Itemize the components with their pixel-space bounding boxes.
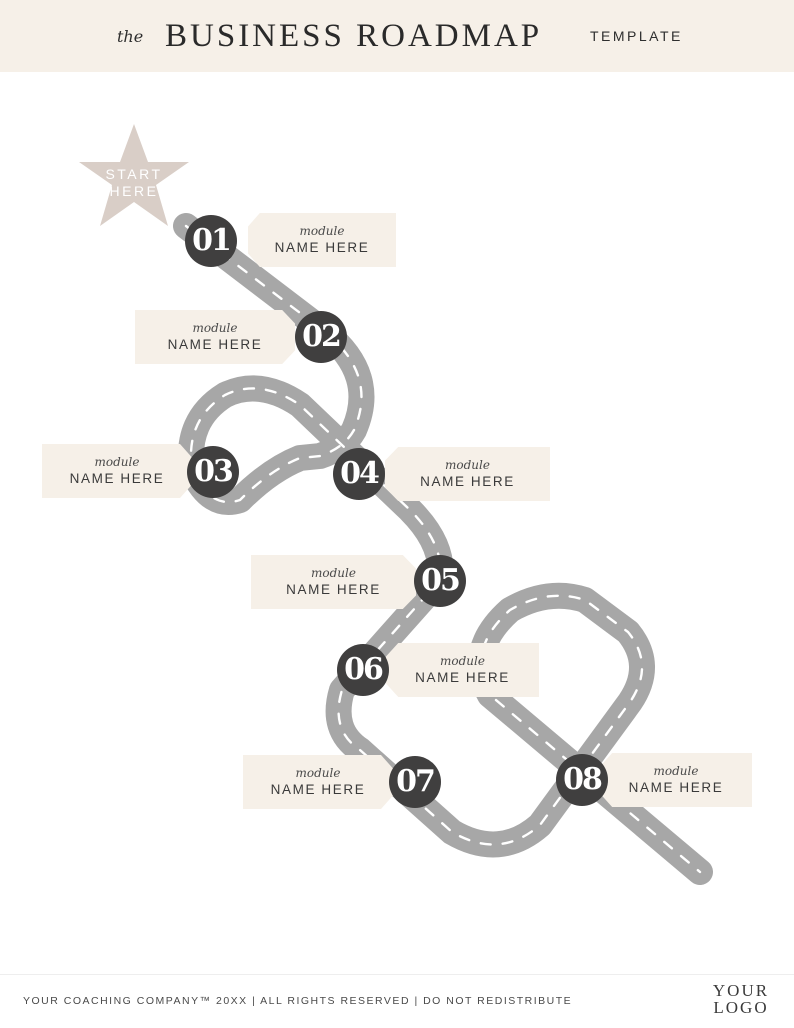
module-number-08: 08 [556, 754, 608, 806]
module-number-06: 06 [337, 644, 389, 696]
module-label-bottom: NAME HERE [167, 337, 263, 352]
module-label-top: module [440, 654, 485, 668]
module-label-04: module NAME HERE [385, 447, 550, 501]
module-label-08: module NAME HERE [600, 753, 752, 807]
module-number-07: 07 [389, 756, 441, 808]
module-label-03: module NAME HERE [42, 444, 192, 498]
header-suffix: TEMPLATE [590, 28, 683, 44]
start-line-1: START [105, 166, 163, 182]
footer-divider [0, 974, 794, 975]
module-label-top: module [653, 764, 699, 778]
road-dashes [184, 224, 702, 874]
footer-text: YOUR COACHING COMPANY™ 20XX | ALL RIGHTS… [23, 995, 573, 1007]
module-label-bottom: NAME HERE [420, 474, 515, 489]
module-number-03: 03 [187, 446, 239, 498]
logo: YOUR LOGO [708, 982, 774, 1016]
module-label-bottom: NAME HERE [270, 782, 366, 797]
module-number-01: 01 [185, 215, 237, 267]
module-number-04: 04 [333, 448, 385, 500]
module-label-top: module [311, 566, 356, 580]
logo-line-2: LOGO [713, 998, 769, 1017]
module-number-05: 05 [414, 555, 466, 607]
module-label-top: module [295, 766, 341, 780]
start-star-icon [79, 124, 189, 226]
module-number-02: 02 [295, 311, 347, 363]
module-label-01: module NAME HERE [248, 213, 396, 267]
header-prefix: the [117, 27, 144, 46]
module-label-top: module [299, 224, 345, 238]
module-label-06: module NAME HERE [386, 643, 539, 697]
header-bar: the BUSINESS ROADMAP TEMPLATE [0, 0, 794, 72]
module-label-bottom: NAME HERE [628, 780, 724, 795]
page-title: BUSINESS ROADMAP [165, 18, 543, 54]
module-label-top: module [445, 458, 490, 472]
start-line-2: HERE [109, 183, 159, 199]
start-label: START HERE [84, 166, 184, 200]
module-label-bottom: NAME HERE [286, 582, 381, 597]
module-label-bottom: NAME HERE [69, 471, 165, 486]
module-label-05: module NAME HERE [251, 555, 416, 609]
module-label-bottom: NAME HERE [274, 240, 370, 255]
module-label-02: module NAME HERE [135, 310, 295, 364]
module-label-top: module [94, 455, 140, 469]
module-label-top: module [192, 321, 238, 335]
module-label-07: module NAME HERE [243, 755, 393, 809]
module-label-bottom: NAME HERE [415, 670, 510, 685]
logo-line-1: YOUR [712, 981, 770, 1000]
